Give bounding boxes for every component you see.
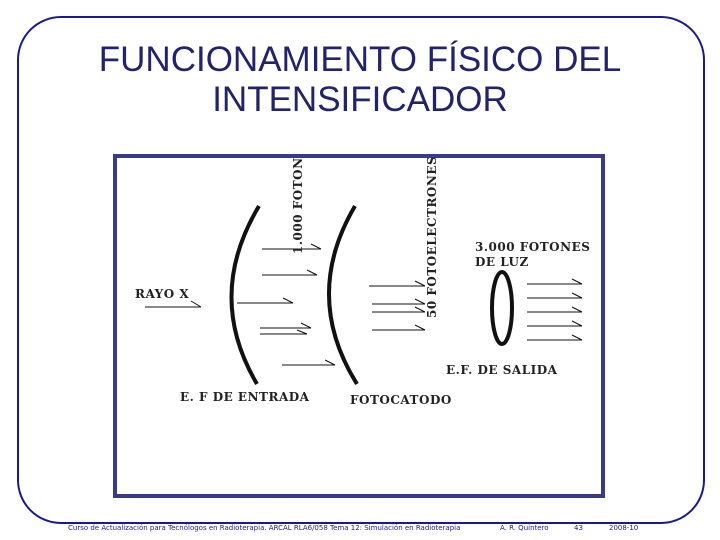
input-screen-curve <box>229 204 261 386</box>
label-3000-fotones: 3.000 FOTONES <box>475 240 590 254</box>
light-photon-arrows <box>237 243 336 366</box>
footer-date: 2008-10 <box>609 524 639 532</box>
footer-page-number: 43 <box>574 524 583 532</box>
label-rayo-x: RAYO X <box>135 287 189 301</box>
xray-arrow <box>145 300 202 308</box>
label-50-fotoelectrones: 50 FOTOELECTRONES <box>425 158 439 318</box>
label-fotocatodo: FOTOCATODO <box>350 393 452 407</box>
diagram-canvas: RAYO X 1.000 FOTONES 50 FOTOELECTRONES 3… <box>135 158 590 407</box>
slide-frame <box>17 16 705 524</box>
photoelectron-arrows <box>369 280 426 331</box>
output-screen-lens <box>490 270 514 346</box>
output-light-arrows <box>527 278 583 341</box>
photocathode-curve <box>327 204 359 386</box>
footer-author: A. R. Quintero <box>500 524 549 532</box>
label-1000-fotones: 1.000 FOTONES <box>291 158 305 254</box>
footer-course: Curso de Actualización para Tecnólogos e… <box>68 524 461 532</box>
title-line-1: FUNCIONAMIENTO FÍSICO DEL <box>98 40 622 79</box>
label-de-luz: DE LUZ <box>475 255 529 269</box>
slide-title: FUNCIONAMIENTO FÍSICO DEL INTENSIFICADOR <box>40 40 680 120</box>
intensifier-diagram: RAYO X 1.000 FOTONES 50 FOTOELECTRONES 3… <box>113 154 605 498</box>
slide-footer: Curso de Actualización para Tecnólogos e… <box>0 524 720 538</box>
label-ef-salida: E.F. DE SALIDA <box>446 363 558 377</box>
label-ef-entrada: E. F DE ENTRADA <box>180 390 310 404</box>
title-line-2: INTENSIFICADOR <box>212 80 508 119</box>
